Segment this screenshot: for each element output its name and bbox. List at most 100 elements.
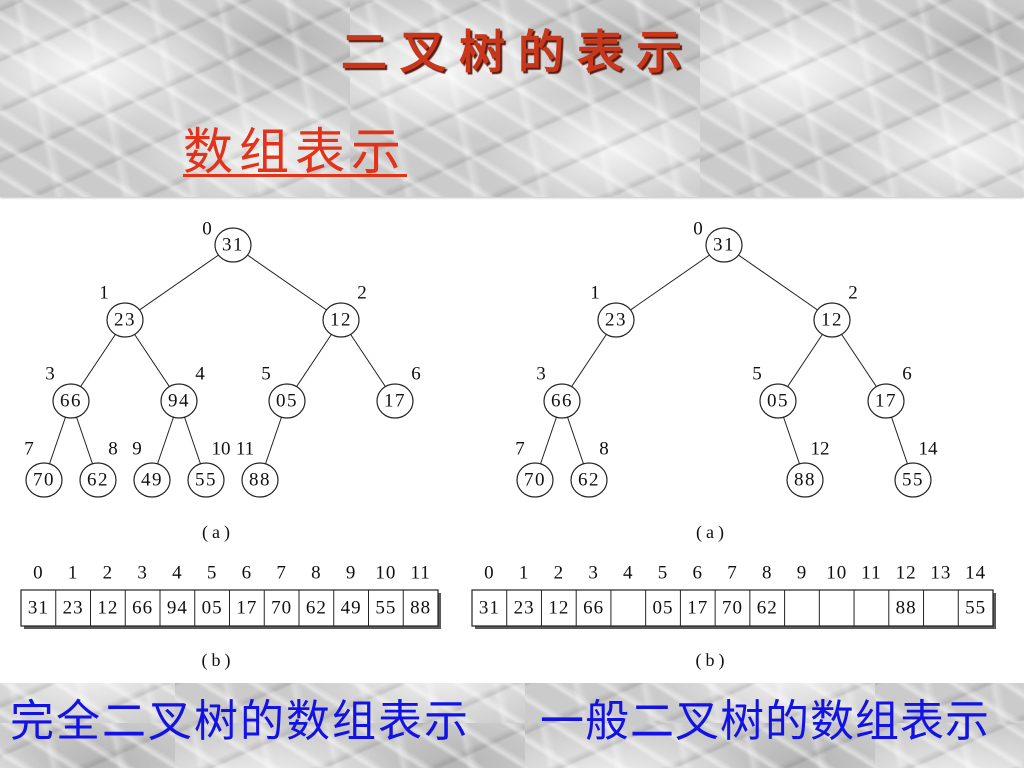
node-circle	[79, 462, 117, 498]
tree-edges	[534, 244, 914, 481]
node-circle	[813, 302, 851, 338]
node-value: 05	[276, 391, 298, 412]
array-index: 8	[311, 563, 322, 584]
marble-header-background	[0, 0, 1024, 197]
tree-figure-caption: (a)	[696, 522, 728, 543]
array-figure-caption: (b)	[696, 650, 729, 671]
tree-node: 663	[45, 364, 90, 419]
array-value: 66	[132, 598, 153, 619]
node-value: 88	[794, 470, 816, 491]
node-value: 23	[605, 310, 627, 331]
node-index-label: 2	[848, 283, 858, 304]
node-index-label: 8	[599, 439, 609, 460]
node-index-label: 8	[108, 439, 118, 460]
node-value: 23	[114, 310, 136, 331]
tree-node: 055	[261, 364, 306, 419]
tree-figure-caption: (a)	[202, 522, 234, 543]
array-value: 55	[965, 598, 986, 619]
node-circle	[516, 462, 554, 498]
array-value: 66	[583, 598, 604, 619]
array-value: 49	[341, 598, 362, 619]
array-value: 05	[653, 598, 674, 619]
node-index-label: 1	[590, 283, 600, 304]
node-value: 70	[524, 470, 546, 491]
node-index-label: 6	[902, 364, 912, 385]
array-index: 13	[930, 563, 951, 584]
node-circle	[268, 383, 306, 419]
array-value: 70	[271, 598, 292, 619]
array-index: 11	[861, 563, 881, 584]
array-index: 7	[727, 563, 738, 584]
tree-node: 055	[752, 364, 797, 419]
node-circle	[786, 462, 824, 498]
array-value: 70	[722, 598, 743, 619]
array-value: 94	[167, 598, 188, 619]
node-index-label: 4	[195, 364, 205, 385]
tree-node: 628	[570, 439, 609, 498]
node-index-label: 14	[919, 439, 939, 460]
marble-footer-background	[0, 683, 1024, 768]
node-value: 55	[902, 470, 924, 491]
tree-node: 176	[867, 364, 912, 419]
array-value: 12	[548, 598, 569, 619]
array-value: 31	[28, 598, 49, 619]
complete-tree-label: 完全二叉树的数组表示	[10, 696, 470, 747]
tree-node: 176	[376, 364, 421, 419]
node-circle	[894, 462, 932, 498]
array-index: 8	[762, 563, 773, 584]
array-index: 12	[896, 563, 917, 584]
tree-node: 499	[132, 439, 171, 498]
array-value: 23	[63, 598, 84, 619]
node-value: 49	[141, 470, 163, 491]
tree-node: 310	[202, 219, 252, 263]
node-value: 70	[33, 470, 55, 491]
array-index: 7	[276, 563, 287, 584]
general-tree-label: 一般二叉树的数组表示	[540, 696, 990, 747]
node-index-label: 3	[45, 364, 55, 385]
node-circle	[543, 383, 581, 419]
tree-node: 707	[515, 439, 554, 498]
tree-node: 944	[160, 364, 205, 419]
node-circle	[867, 383, 905, 419]
complete-tree-diagram: 31023112266394405517670762849955108811(a…	[20, 219, 441, 671]
array-index: 3	[137, 563, 148, 584]
node-circle	[160, 383, 198, 419]
node-value: 66	[551, 391, 573, 412]
slide-title: 二叉树的表示	[341, 25, 695, 79]
node-circle	[705, 227, 743, 263]
tree-node: 231	[590, 283, 635, 338]
node-index-label: 9	[132, 439, 142, 460]
array-value: 88	[896, 598, 917, 619]
node-value: 17	[875, 391, 897, 412]
node-circle	[25, 462, 63, 498]
tree-node: 122	[813, 283, 858, 338]
array-figure-caption: (b)	[202, 650, 235, 671]
array-index: 3	[588, 563, 599, 584]
node-index-label: 1	[99, 283, 109, 304]
array-index: 10	[375, 563, 396, 584]
tree-edge	[615, 244, 725, 321]
array-value: 17	[687, 598, 708, 619]
array-value: 05	[202, 598, 223, 619]
tree-node: 663	[536, 364, 581, 419]
array-index: 0	[33, 563, 44, 584]
slide-subtitle: 数组表示	[183, 123, 407, 181]
node-circle	[241, 462, 279, 498]
array-index: 11	[410, 563, 430, 584]
node-value: 17	[384, 391, 406, 412]
array-value: 88	[410, 598, 431, 619]
node-index-label: 11	[236, 439, 254, 460]
node-index-label: 0	[693, 219, 703, 240]
node-value: 12	[821, 310, 843, 331]
node-index-label: 7	[515, 439, 525, 460]
node-value: 05	[767, 391, 789, 412]
array-index: 2	[554, 563, 565, 584]
node-circle	[322, 302, 360, 338]
node-circle	[214, 227, 252, 263]
